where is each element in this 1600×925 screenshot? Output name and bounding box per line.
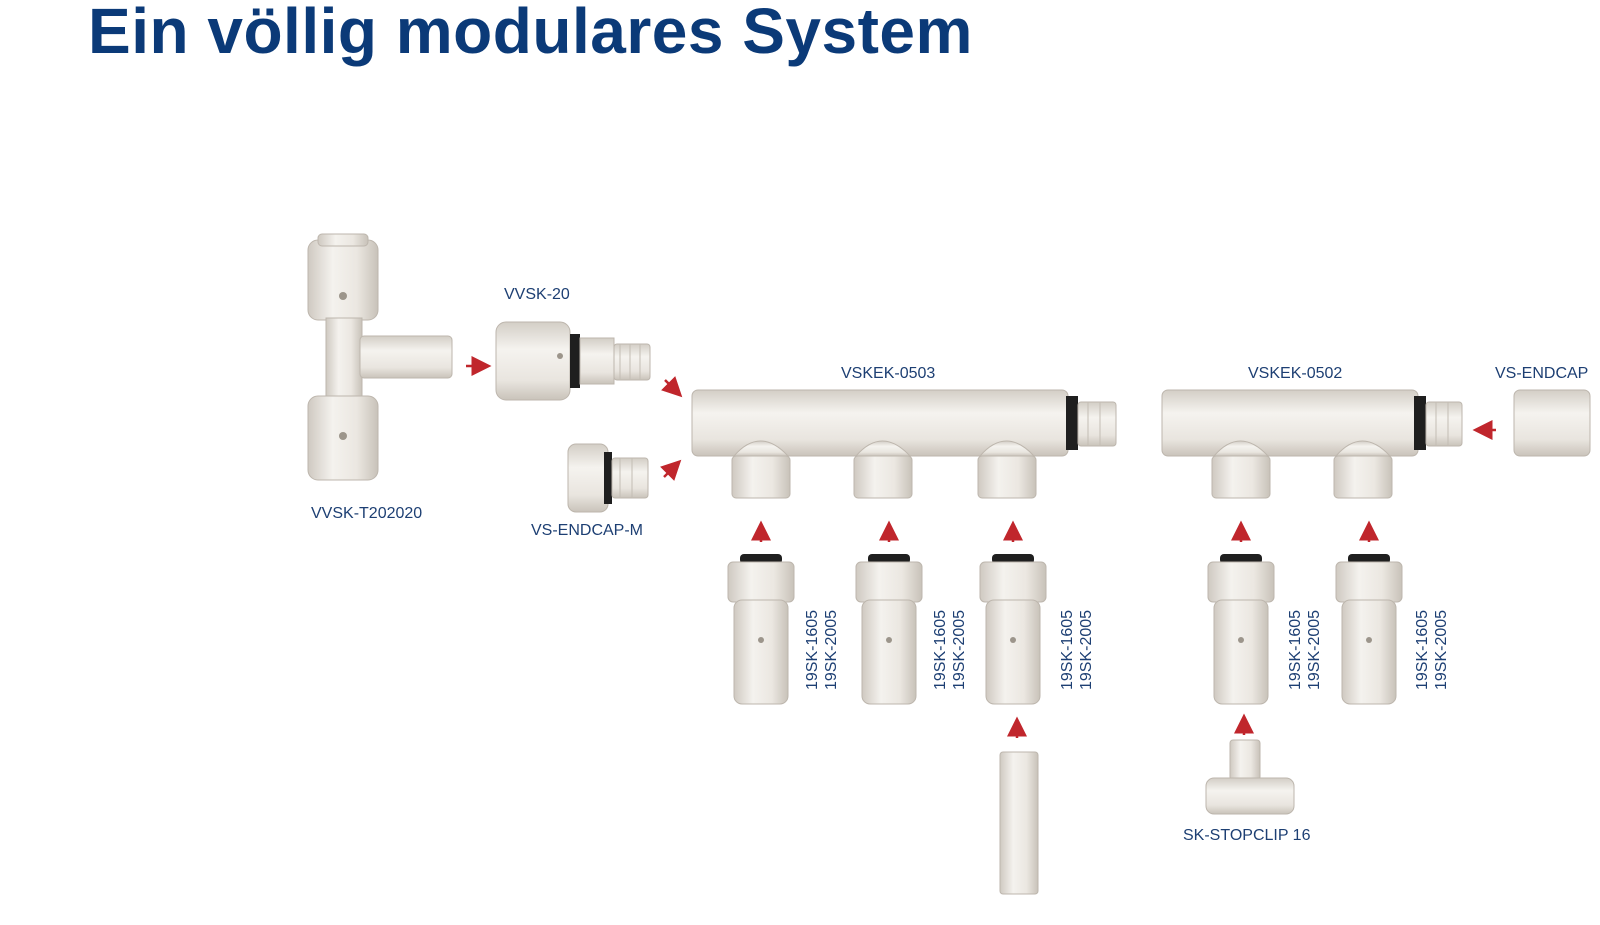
manifold-2-way [1161,389,1463,499]
label-stopclip: SK-STOPCLIP 16 [1183,827,1311,844]
arrow-adapter-to-manifold [661,376,683,398]
manifold-3-way [691,389,1117,499]
label-manifold-2: VSKEK-0502 [1248,365,1343,382]
connector-label-line-2: 19SK-2005 [1306,609,1323,690]
connector-label-line-2: 19SK-2005 [823,609,840,690]
connector-label-line-1: 19SK-1605 [932,609,949,690]
assembly-arrows [466,356,1496,738]
adapter-fitting [495,321,651,401]
page-title: Ein völlig modulares System [88,0,973,67]
label-tee: VVSK-T202020 [311,505,423,522]
pipe [999,751,1039,895]
connector-label-line-2: 19SK-2005 [1078,609,1095,690]
connector-label-line-2: 19SK-2005 [951,609,968,690]
connector-4 [1207,554,1275,705]
connector-label-line-1: 19SK-1605 [804,609,821,690]
label-endcap: VS-ENDCAP [1495,365,1589,382]
label-adapter: VVSK-20 [504,286,570,303]
connector-5 [1335,554,1403,705]
connector-3 [979,554,1047,705]
connector-label-line-1: 19SK-1605 [1287,609,1304,690]
label-manifold-3: VSKEK-0503 [841,365,936,382]
connector-label-line-1: 19SK-1605 [1414,609,1431,690]
endcap-m-fitting [567,443,649,513]
connector-label-line-1: 19SK-1605 [1059,609,1076,690]
endcap-fitting [1513,389,1591,457]
stopclip-fitting [1205,739,1295,815]
connector-label-line-2: 19SK-2005 [1433,609,1450,690]
tee-fitting [307,233,453,481]
label-endcap-m: VS-ENDCAP-M [531,522,644,539]
arrow-endcap-m-to-manifold [660,459,682,481]
connector-2 [855,554,923,705]
connector-1 [727,554,795,705]
